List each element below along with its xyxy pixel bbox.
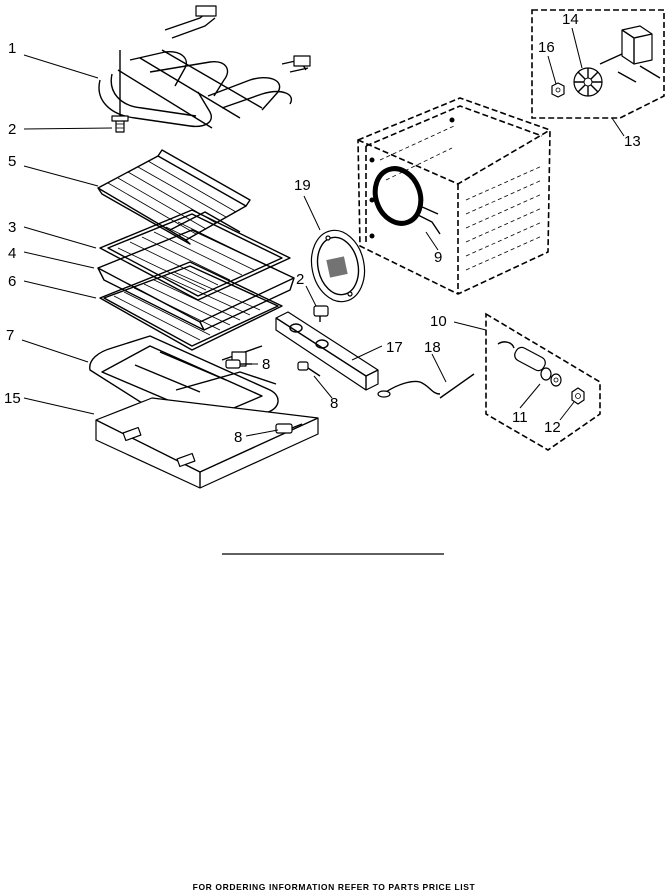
convection-element (372, 166, 441, 235)
oven-bottom-panel (95, 397, 319, 489)
ordering-info-footer: FOR ORDERING INFORMATION REFER TO PARTS … (192, 882, 476, 892)
callout-1: 1 (8, 40, 16, 57)
callout-17: 17 (386, 339, 403, 356)
callout-3: 3 (8, 219, 16, 236)
callout-8-middle: 8 (330, 395, 338, 412)
callout-18: 18 (424, 339, 441, 356)
callout-2-middle: 2 (296, 271, 304, 288)
callout-11: 11 (512, 409, 528, 426)
sensor-assembly-group (485, 312, 601, 451)
callout-16: 16 (538, 39, 555, 56)
callout-10: 10 (430, 313, 447, 330)
screw-8-middle (297, 361, 321, 377)
callout-13: 13 (624, 133, 641, 150)
screw-middle (313, 305, 329, 322)
convection-fan-cover (310, 229, 366, 303)
callout-15: 15 (4, 390, 21, 407)
oven-cavity (357, 97, 551, 295)
screw-top (111, 115, 129, 133)
leader-lines (21, 27, 625, 437)
callout-5: 5 (8, 153, 16, 170)
callout-9: 9 (434, 249, 442, 266)
broil-element (98, 5, 311, 129)
temperature-sensor (377, 373, 475, 399)
callout-8-lower: 8 (234, 429, 242, 446)
fan-motor-group (531, 9, 665, 119)
callout-6: 6 (8, 273, 16, 290)
callout-19: 19 (294, 177, 311, 194)
bracket (275, 311, 379, 391)
callout-12: 12 (544, 419, 561, 436)
screw-8-lower (275, 423, 303, 434)
callout-14: 14 (562, 11, 579, 28)
oven-rack (99, 261, 283, 351)
callout-labels: 1 2 5 3 4 6 7 15 8 8 8 19 2 17 18 9 10 1… (4, 11, 641, 446)
oven-rack-wire (97, 149, 251, 245)
callout-7: 7 (6, 327, 14, 344)
callout-4: 4 (8, 245, 16, 262)
callout-2-top: 2 (8, 121, 16, 138)
callout-8-upper: 8 (262, 356, 270, 373)
